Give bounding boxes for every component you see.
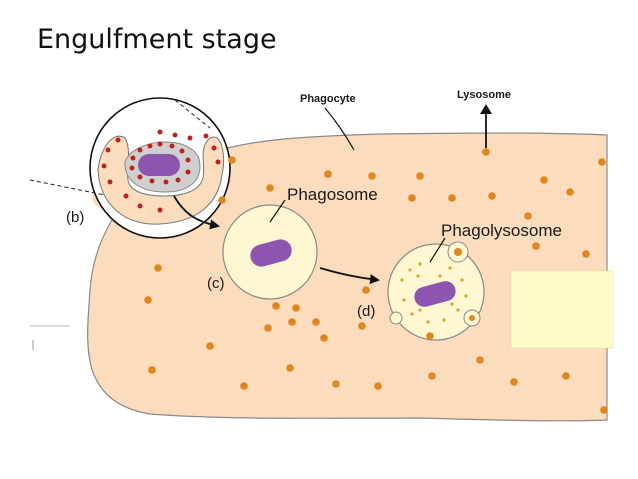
label-phagocyte: Phagocyte xyxy=(300,93,356,105)
phagocyte-leader xyxy=(324,107,355,151)
label-phagosome: Phagosome xyxy=(287,185,378,204)
slide-title: Engulfment stage xyxy=(37,24,277,55)
label-step-c: (c) xyxy=(207,275,225,292)
phagosome-leader xyxy=(269,199,286,223)
enzyme-dots xyxy=(400,262,468,324)
arrow-c-to-d xyxy=(319,267,380,285)
lysosome-dots xyxy=(144,148,608,414)
arrow-b-to-c xyxy=(173,195,220,230)
label-step-b: (b) xyxy=(66,209,84,226)
phagosome xyxy=(222,204,318,300)
phagolysosome xyxy=(387,241,485,341)
label-lysosome: Lysosome xyxy=(457,89,511,101)
engulfment-zoom xyxy=(29,97,231,239)
note-box xyxy=(510,270,614,349)
label-step-d: (d) xyxy=(357,303,375,320)
phagolysosome-leader xyxy=(429,237,446,263)
label-phagolysosome: Phagolysosome xyxy=(441,221,562,240)
bacterium-dots xyxy=(101,129,221,213)
